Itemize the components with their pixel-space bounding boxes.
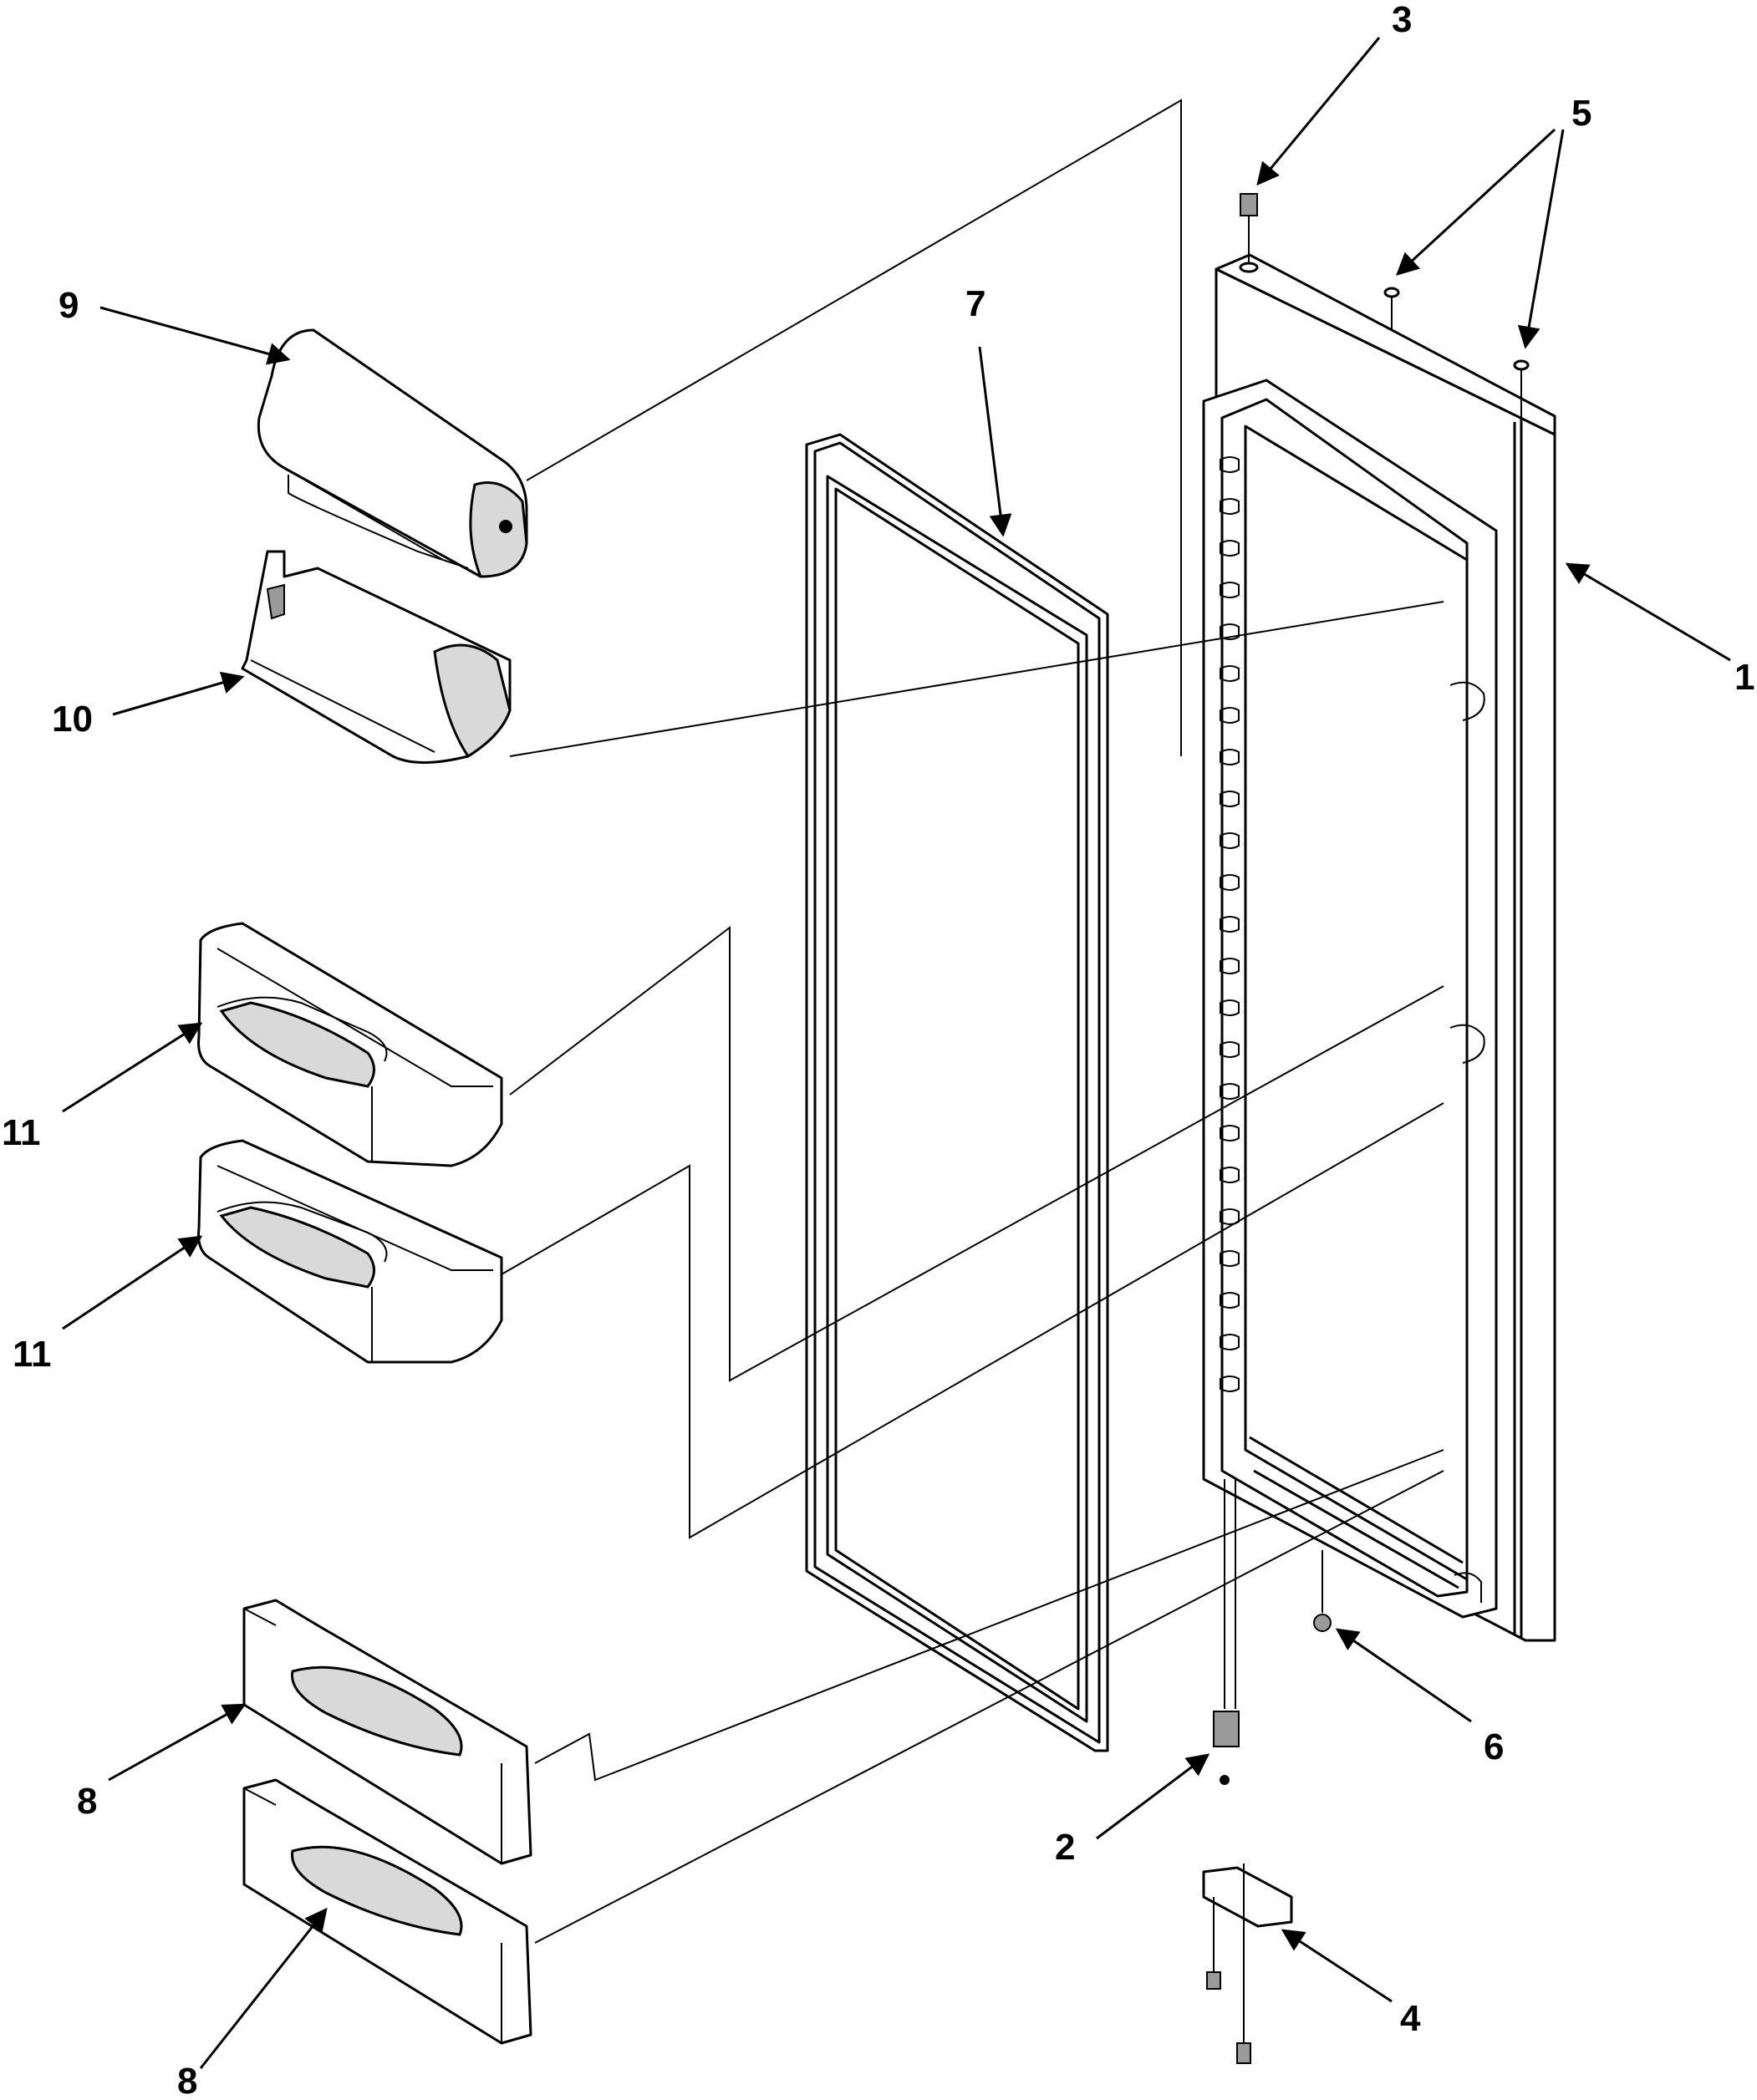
top-bushing bbox=[1239, 193, 1259, 273]
callout-label-4: 4 bbox=[1400, 1998, 1421, 2039]
shallow-door-bin-lower bbox=[242, 1778, 532, 2045]
callout-label-8-lower: 8 bbox=[177, 2061, 197, 2100]
hinge-bracket bbox=[1202, 1864, 1293, 2064]
callout-label-5: 5 bbox=[1571, 93, 1591, 134]
callout-label-8-upper: 8 bbox=[77, 1781, 97, 1822]
callout-label-9: 9 bbox=[59, 285, 79, 326]
callout-label-6: 6 bbox=[1484, 1726, 1504, 1767]
deep-door-bin-lower bbox=[197, 1139, 503, 1364]
callout-label-11-upper: 11 bbox=[2, 1112, 41, 1153]
dairy-door-cover bbox=[257, 328, 528, 578]
lower-hinge bbox=[1213, 1479, 1240, 1785]
callout-arrows bbox=[62, 37, 1731, 2069]
callout-label-10: 10 bbox=[52, 699, 93, 740]
leader-lines bbox=[501, 99, 1444, 1944]
callout-label-3: 3 bbox=[1392, 0, 1412, 40]
callout-label-11-lower: 11 bbox=[13, 1334, 52, 1375]
door-stop bbox=[1313, 1550, 1332, 1632]
callout-label-2: 2 bbox=[1055, 1827, 1075, 1868]
door-assembly bbox=[1202, 253, 1556, 1642]
dairy-bin bbox=[241, 550, 512, 764]
door-gasket bbox=[805, 433, 1109, 1752]
deep-door-bin-upper bbox=[197, 922, 503, 1167]
callout-label-7: 7 bbox=[965, 283, 985, 324]
shallow-door-bin-upper bbox=[242, 1599, 532, 1865]
top-screw-plugs bbox=[1383, 287, 1530, 422]
callout-label-1: 1 bbox=[1734, 657, 1754, 698]
